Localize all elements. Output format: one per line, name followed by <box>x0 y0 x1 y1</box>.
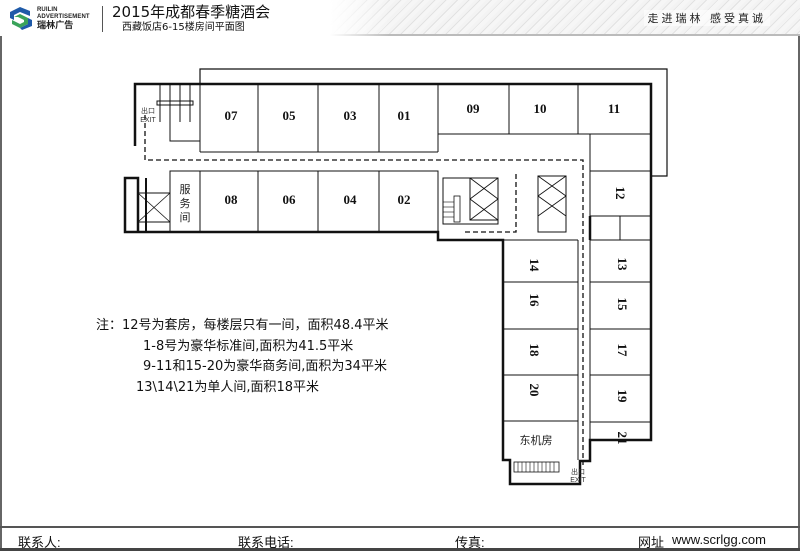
header-left-panel <box>0 0 330 36</box>
svg-text:出口: 出口 <box>141 106 155 115</box>
footer-divider <box>0 526 800 528</box>
fax-label: 传真: <box>455 535 485 550</box>
website-label: 网址 <box>638 535 665 550</box>
svg-text:10: 10 <box>534 101 547 116</box>
phone-label: 联系电话: <box>238 535 294 550</box>
svg-text:17: 17 <box>615 344 630 358</box>
svg-text:05: 05 <box>283 108 297 123</box>
svg-text:11: 11 <box>608 101 620 116</box>
header-banner: RUILIN ADVERTISEMENT 瑞林广告 2015年成都春季糖酒会 西… <box>0 0 800 36</box>
svg-text:EXIT: EXIT <box>570 477 586 484</box>
ruilin-logo-icon <box>10 7 32 30</box>
svg-text:12: 12 <box>613 187 628 200</box>
svg-text:09: 09 <box>467 101 481 116</box>
svg-text:15: 15 <box>615 298 630 312</box>
frame-left <box>0 36 2 551</box>
header-divider <box>102 6 103 32</box>
svg-text:08: 08 <box>225 192 239 207</box>
svg-text:21: 21 <box>615 432 630 445</box>
note-line: 13\14\21为单人间,面积18平米 <box>136 379 320 395</box>
svg-text:19: 19 <box>615 390 630 404</box>
page-subtitle: 西藏饭店6-15楼房间平面图 <box>122 22 245 33</box>
svg-text:EXIT: EXIT <box>140 117 156 124</box>
contact-label: 联系人: <box>18 535 61 550</box>
svg-text:务: 务 <box>180 197 191 210</box>
svg-text:14: 14 <box>527 259 542 273</box>
svg-text:东机房: 东机房 <box>520 433 553 447</box>
svg-text:02: 02 <box>398 192 411 207</box>
website-link[interactable]: www.scrlgg.com <box>672 532 766 547</box>
svg-text:出口: 出口 <box>571 467 585 476</box>
svg-text:服: 服 <box>180 183 191 196</box>
note-line: 9-11和15-20为豪华商务间,面积为34平米 <box>143 359 387 374</box>
svg-text:07: 07 <box>225 108 239 123</box>
svg-text:16: 16 <box>527 294 542 308</box>
frame-right <box>798 36 800 551</box>
footer-bottom-border <box>0 548 800 551</box>
header-fade <box>330 0 390 36</box>
logo-line2: ADVERTISEMENT <box>37 13 90 20</box>
page-title: 2015年成都春季糖酒会 <box>112 3 271 21</box>
note-line: 1-8号为豪华标准间,面积为41.5平米 <box>143 338 354 354</box>
svg-text:18: 18 <box>527 344 542 358</box>
svg-text:03: 03 <box>344 108 358 123</box>
logo-text: RUILIN ADVERTISEMENT 瑞林广告 <box>37 7 90 30</box>
svg-text:13: 13 <box>615 258 630 272</box>
note-line: 注：12号为套房，每楼层只有一间，面积48.4平米 <box>96 318 389 333</box>
slogan: 走进瑞林 感受真诚 <box>643 10 770 26</box>
svg-text:间: 间 <box>180 211 191 224</box>
notes-block: 注：12号为套房，每楼层只有一间，面积48.4平米 1-8号为豪华标准间,面积为… <box>96 316 389 398</box>
svg-text:01: 01 <box>398 108 411 123</box>
footer: 联系人: 联系电话: 传真: 网址 www.scrlgg.com <box>0 528 800 551</box>
svg-text:20: 20 <box>527 384 542 397</box>
logo-line1: RUILIN <box>37 7 58 13</box>
svg-text:06: 06 <box>283 192 297 207</box>
svg-text:04: 04 <box>344 192 358 207</box>
logo-cn: 瑞林广告 <box>37 20 74 30</box>
